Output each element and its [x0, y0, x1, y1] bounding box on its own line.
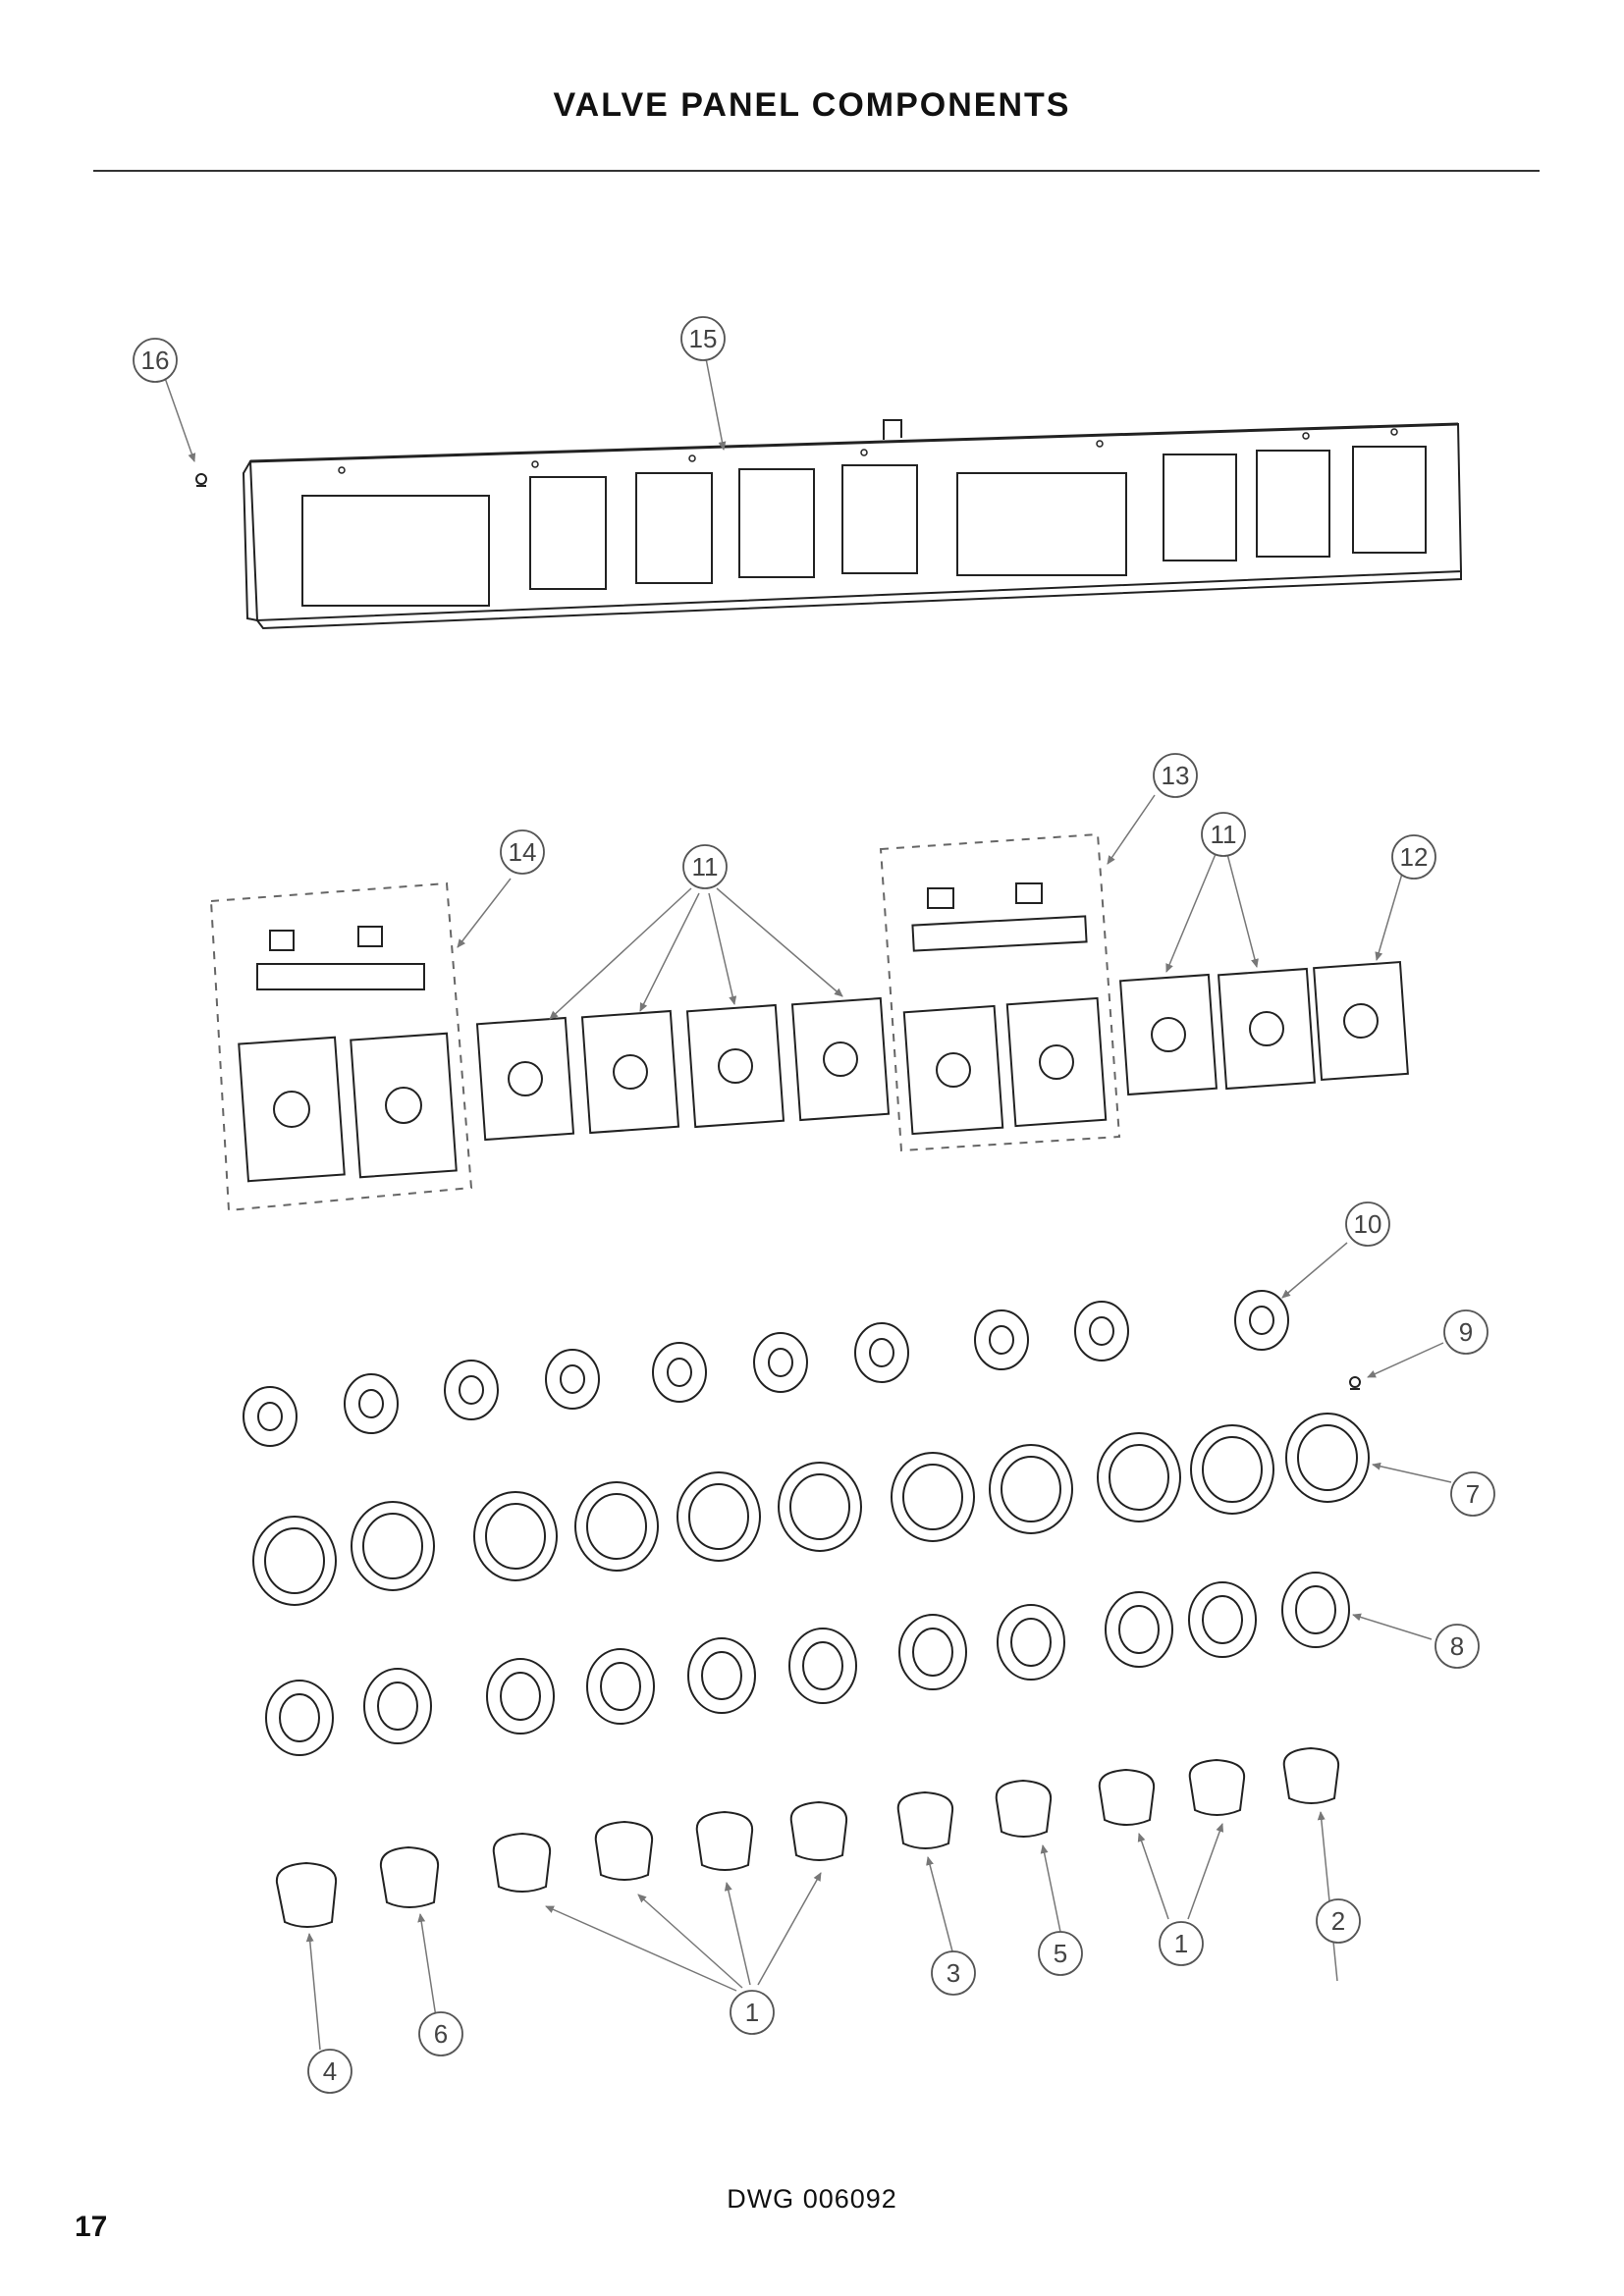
bezel-row-10 — [243, 1290, 1289, 1447]
drawing-number: DWG 006092 — [727, 2184, 897, 2214]
callout-14: 14 — [509, 837, 537, 867]
callout-15: 15 — [689, 324, 718, 353]
callout-10: 10 — [1354, 1209, 1382, 1239]
burner-valve-brackets-11-right — [1118, 967, 1317, 1096]
callout-16: 16 — [141, 346, 170, 375]
valve-panel-frame — [242, 419, 1463, 630]
callout-11: 11 — [692, 852, 719, 881]
callout-9: 9 — [1459, 1317, 1473, 1347]
callout-4: 4 — [323, 2056, 337, 2086]
valve-assembly-group-14 — [209, 881, 473, 1212]
callout-circles — [133, 316, 1495, 2094]
burner-valve-bracket-12 — [1313, 961, 1409, 1081]
title-divider — [93, 170, 1540, 172]
burner-valve-brackets-11-left — [475, 996, 891, 1142]
leader-lines — [164, 352, 1452, 2051]
burner-valve-bracket — [238, 1032, 458, 1183]
callout-1: 1 — [745, 1998, 759, 2027]
callout-1: 1 — [1174, 1929, 1188, 1958]
callout-5: 5 — [1054, 1939, 1067, 1968]
callout-6: 6 — [434, 2019, 448, 2049]
callout-2: 2 — [1331, 1906, 1345, 1936]
screw-icon — [195, 473, 207, 487]
callout-12: 12 — [1400, 842, 1429, 872]
valve-assembly-group-13 — [879, 832, 1121, 1152]
page-number: 17 — [75, 2211, 108, 2243]
trim-ring-row-7 — [252, 1413, 1370, 1606]
callout-3: 3 — [947, 1958, 960, 1988]
spring-row-8 — [265, 1572, 1350, 1756]
callout-13: 13 — [1162, 761, 1190, 790]
callout-labels: 16 15 14 11 13 11 12 10 9 7 8 2 3 5 1 1 … — [141, 324, 1481, 2086]
callout-8: 8 — [1450, 1631, 1464, 1661]
control-knob-row — [275, 1746, 1340, 1928]
screw-icon — [1349, 1376, 1361, 1390]
callout-7: 7 — [1466, 1479, 1480, 1509]
callout-11: 11 — [1211, 820, 1237, 849]
page-title: VALVE PANEL COMPONENTS — [553, 86, 1071, 124]
